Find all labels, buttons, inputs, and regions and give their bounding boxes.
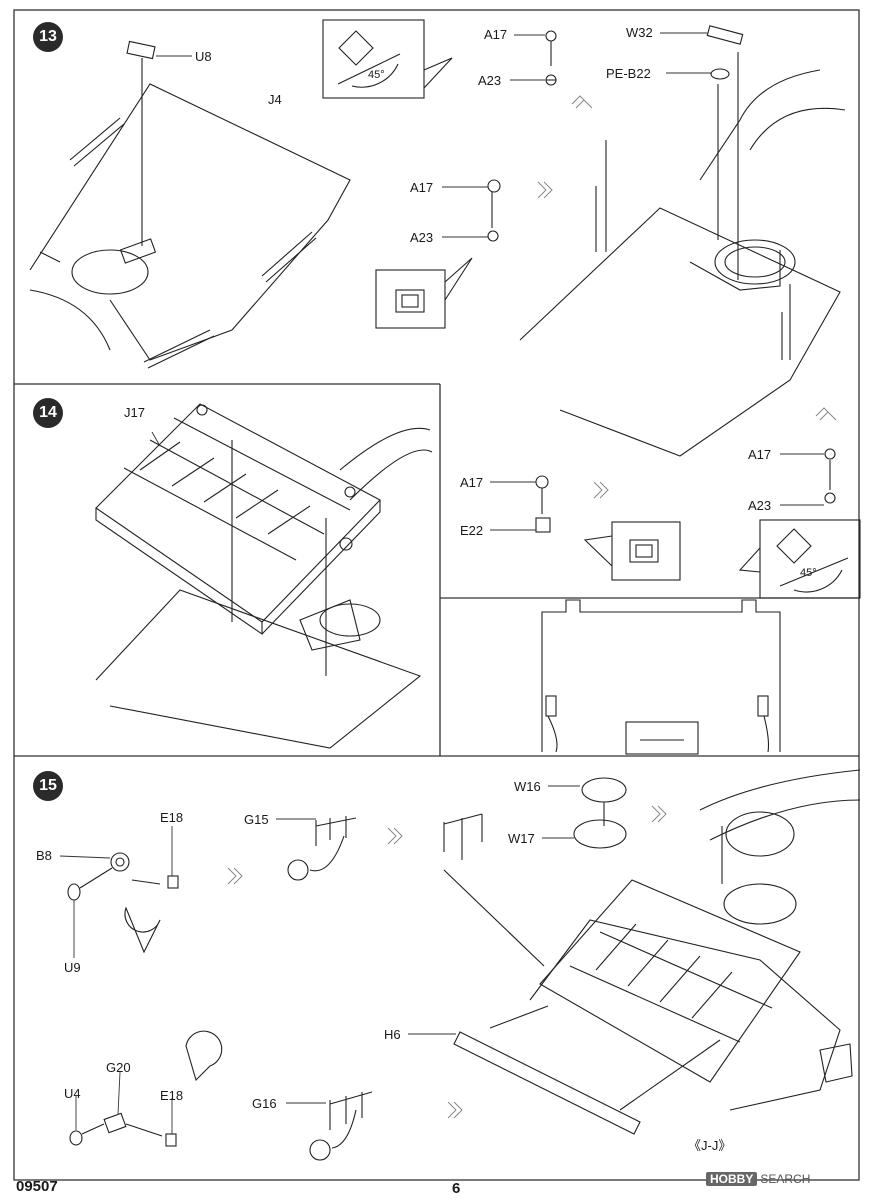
watermark-logo: HOBBY: [706, 1172, 758, 1186]
part-label: E18: [160, 810, 184, 825]
engine-deck-j17: [95, 403, 433, 749]
part-label: G15: [244, 812, 269, 827]
part-label: E22: [460, 523, 484, 538]
panel-frames: [13, 9, 860, 1181]
part-label: G16: [252, 1096, 277, 1111]
parts-step13: [487, 25, 836, 533]
part-h6: [453, 1031, 641, 1135]
watermark-text: SEARCH: [760, 1172, 811, 1186]
angle-label: 45°: [368, 69, 385, 81]
angle-label: 45°: [800, 567, 817, 579]
part-label: A17: [460, 475, 484, 490]
part-label: U8: [195, 49, 212, 64]
part-label: U4: [64, 1086, 81, 1101]
part-label: E18: [160, 1088, 184, 1103]
floor-plate-j4: [29, 83, 351, 369]
part-label: A23: [478, 73, 502, 88]
part-label: W32: [626, 25, 653, 40]
part-label: U9: [64, 960, 81, 975]
step-14-badge: 14: [33, 398, 63, 428]
part-label: W17: [508, 831, 535, 846]
part-u8: [126, 40, 156, 246]
jj-view: [541, 599, 781, 755]
rear-deck-assembly: [443, 769, 861, 1111]
inset-detail-left: [375, 257, 473, 329]
inset-angle-bottom: [738, 519, 861, 599]
view-label: 《J-J》: [688, 1138, 732, 1153]
inset-angle-top: [322, 19, 453, 99]
part-label: A23: [410, 230, 434, 245]
part-label: A17: [748, 447, 772, 462]
part-label: H6: [384, 1027, 401, 1042]
step-13-badge: 13: [33, 22, 63, 52]
part-label: J17: [124, 405, 145, 420]
part-label: J4: [268, 92, 282, 107]
part-label: W16: [514, 779, 541, 794]
direction-arrows: [227, 95, 837, 1119]
part-label: A17: [410, 180, 434, 195]
inset-detail-right: [583, 521, 681, 581]
floor-plate-hatch: [519, 52, 846, 457]
kit-number: 09507: [16, 1178, 58, 1195]
part-label: A17: [484, 27, 508, 42]
part-label: G20: [106, 1060, 131, 1075]
leader-lines: [59, 32, 824, 1134]
part-label: A23: [748, 498, 772, 513]
step-15-badge: 15: [33, 771, 63, 801]
part-label: PE-B22: [606, 66, 651, 81]
page-number: 6: [452, 1180, 461, 1197]
parts-step15: [67, 777, 627, 1161]
part-label: B8: [36, 848, 52, 863]
